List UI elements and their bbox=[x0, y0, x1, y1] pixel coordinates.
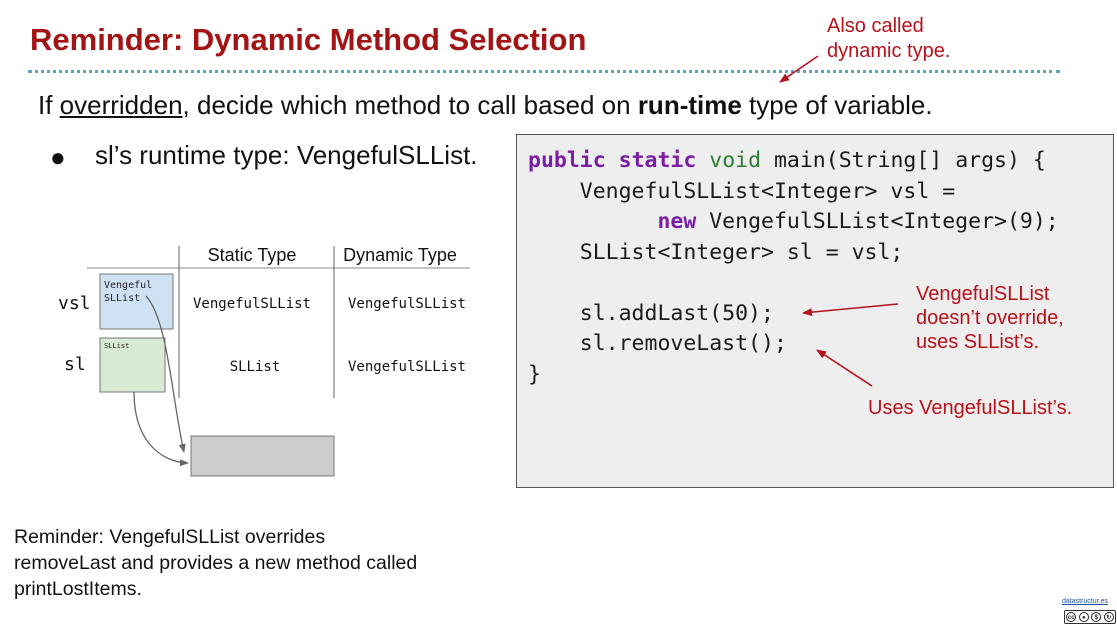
annotation-override-line-3: uses SLList’s. bbox=[916, 331, 1040, 353]
annotation-override: VengefulSLList doesn’t override, uses SL… bbox=[916, 282, 1064, 354]
arrow-addlast bbox=[802, 303, 899, 317]
vsl-dynamic-type: VengefulSLList bbox=[348, 296, 466, 312]
pointer-arrow-sl bbox=[133, 391, 189, 467]
code-kw-new: new bbox=[657, 209, 697, 234]
main-bold: run-time bbox=[637, 90, 742, 120]
vsl-box bbox=[99, 273, 174, 330]
annotation-dynamic-line-1: Also called bbox=[827, 15, 924, 37]
code-kw-public: public bbox=[528, 148, 606, 173]
bullet-dot-icon: ● bbox=[50, 142, 66, 172]
header-static-type: Static Type bbox=[208, 245, 297, 265]
sl-static-type: SLList bbox=[230, 359, 281, 375]
bottom-note: Reminder: VengefulSLList overrides remov… bbox=[14, 524, 417, 602]
annotation-override-line-2: doesn’t override, bbox=[916, 307, 1064, 329]
var-label-sl: sl bbox=[64, 354, 86, 375]
code-line-close: } bbox=[528, 361, 541, 387]
annotation-dynamic-type: Also called dynamic type. bbox=[827, 14, 950, 64]
header-dynamic-type: Dynamic Type bbox=[343, 245, 457, 265]
bottom-note-line-2: removeLast and provides a new method cal… bbox=[14, 552, 418, 574]
annotation-uses: Uses VengefulSLList’s. bbox=[868, 397, 1073, 419]
main-statement: If overridden, decide which method to ca… bbox=[38, 90, 933, 121]
object-box bbox=[190, 435, 335, 477]
pointer-arrow-vsl bbox=[145, 295, 186, 453]
main-suffix: type of variable. bbox=[741, 90, 933, 120]
nc-badge-icon: $ bbox=[1091, 612, 1102, 622]
main-underlined: overridden bbox=[59, 90, 183, 120]
code-line-1-rest: main(String[] args) { bbox=[761, 148, 1046, 173]
code-kw-void: void bbox=[709, 148, 762, 173]
by-badge-icon: ● bbox=[1078, 612, 1089, 622]
code-line-addlast: sl.addLast(50); bbox=[528, 300, 774, 326]
main-middle: , decide which method to call based on bbox=[182, 90, 638, 120]
code-line-3-rest: VengefulSLList<Integer>(9); bbox=[696, 209, 1059, 234]
code-block: public static void main(String[] args) {… bbox=[528, 146, 1059, 390]
creative-commons-icon: cc ● $ ↻ bbox=[1064, 610, 1116, 624]
arrow-dynamic-type bbox=[779, 55, 819, 83]
vsl-static-type: VengefulSLList bbox=[193, 296, 311, 312]
slide-title: Reminder: Dynamic Method Selection bbox=[30, 22, 587, 57]
code-kw-static: static bbox=[618, 148, 697, 173]
code-line-4: SLList<Integer> sl = vsl; bbox=[528, 239, 904, 265]
sa-badge-icon: ↻ bbox=[1103, 612, 1114, 622]
main-prefix: If bbox=[38, 90, 60, 120]
sl-box-label: SLList bbox=[104, 342, 129, 350]
cc-badge-icon: cc bbox=[1066, 612, 1077, 622]
var-label-vsl: vsl bbox=[58, 293, 91, 314]
code-line-2: VengefulSLList<Integer> vsl = bbox=[528, 178, 956, 204]
vsl-box-label-1: Vengeful bbox=[104, 280, 152, 291]
vsl-box-label-2: SLList bbox=[104, 293, 140, 304]
title-divider bbox=[28, 70, 1060, 73]
sl-dynamic-type: VengefulSLList bbox=[348, 359, 466, 375]
bullet-text: sl’s runtime type: VengefulSLList. bbox=[95, 140, 478, 170]
footer-link[interactable]: datastructur.es bbox=[1062, 598, 1108, 605]
annotation-override-line-1: VengefulSLList bbox=[916, 283, 1050, 305]
code-line-removelast: sl.removeLast(); bbox=[528, 331, 787, 356]
sl-box bbox=[99, 337, 166, 393]
bottom-note-line-1: Reminder: VengefulSLList overrides bbox=[14, 526, 326, 548]
annotation-dynamic-line-2: dynamic type. bbox=[827, 40, 951, 62]
bottom-note-line-3: printLostItems. bbox=[14, 578, 142, 600]
arrow-removelast bbox=[816, 349, 873, 387]
code-box bbox=[516, 134, 1114, 488]
